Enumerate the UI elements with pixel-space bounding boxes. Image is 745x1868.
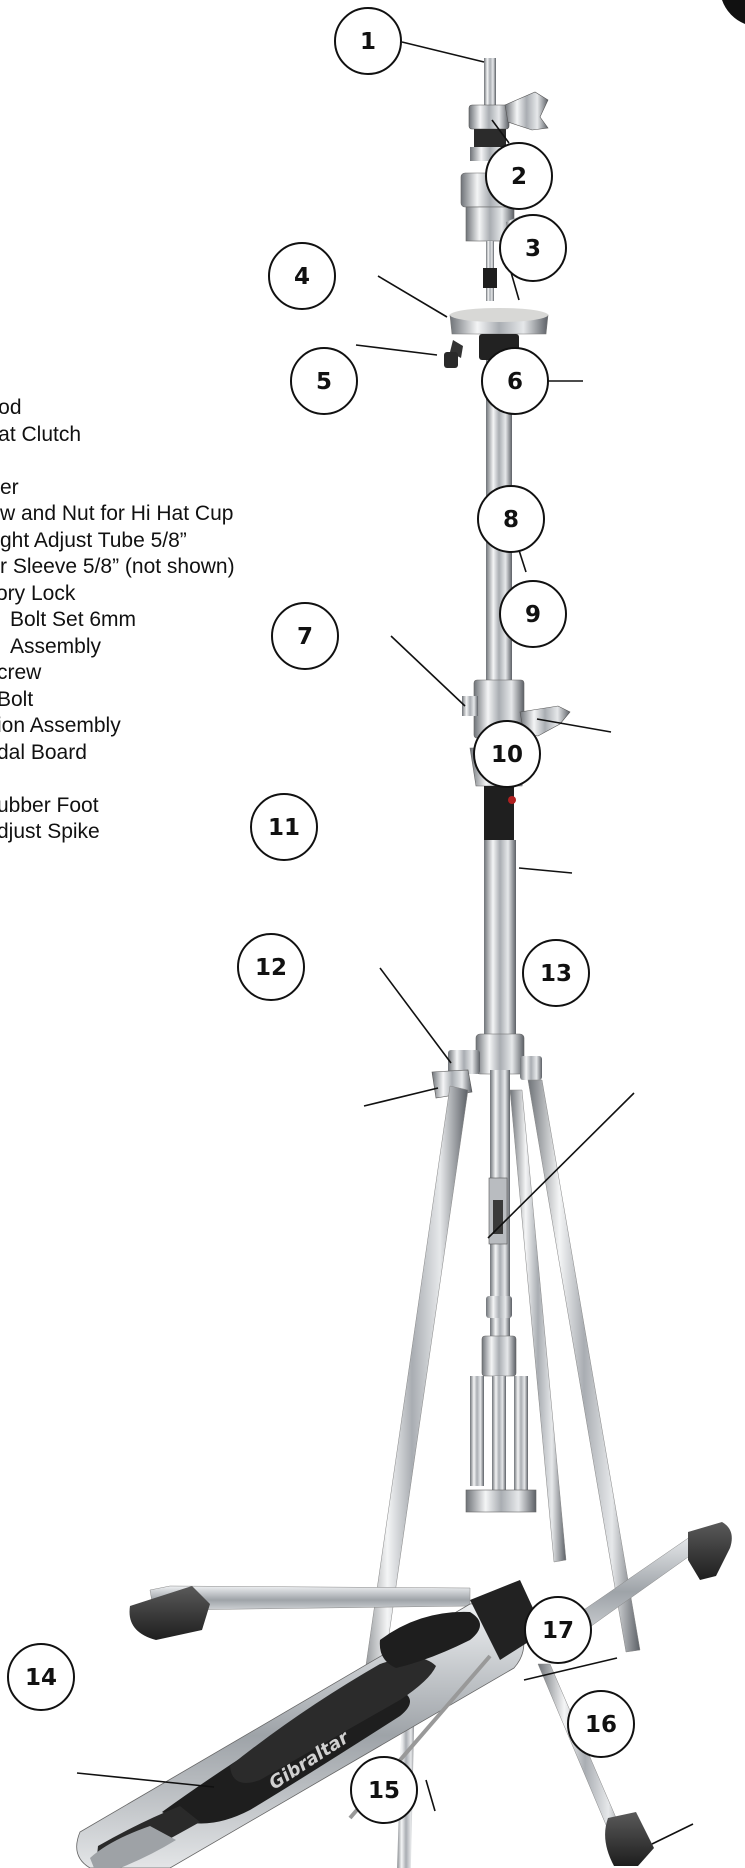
callout-15: 15 (350, 1756, 418, 1824)
part-label: er (0, 475, 19, 499)
callout-3: 3 (499, 214, 567, 282)
part-label: Bolt Set 6mm (10, 608, 137, 631)
parts-list-item: ubber Foot (0, 793, 290, 820)
callout-number: 10 (491, 742, 523, 768)
base-frame (129, 1522, 732, 1866)
callout-11: 11 (250, 793, 318, 861)
parts-list-item: Bolt Set 6mm (0, 607, 290, 634)
parts-list-item: r Sleeve 5/8” (not shown) (0, 554, 290, 581)
callout-number: 7 (297, 624, 313, 650)
parts-list-item: ion Assembly (0, 713, 290, 740)
parts-list-item: er (0, 475, 290, 502)
callout-12: 12 (237, 933, 305, 1001)
callout-2: 2 (485, 142, 553, 210)
callout-14: 14 (7, 1643, 75, 1711)
main-tube (484, 840, 516, 1052)
callout-17: 17 (524, 1596, 592, 1664)
callout-number: 16 (585, 1712, 617, 1738)
callout-13: 13 (522, 939, 590, 1007)
front-rubber-foot (605, 1812, 654, 1866)
parts-list-item: Assembly (0, 634, 290, 661)
callout-10: 10 (473, 720, 541, 788)
callout-circles: 1 2 3 4 5 6 7 8 9 10 11 12 13 14 15 16 1… (7, 7, 635, 1824)
parts-list-item: Hat Clutch (0, 422, 290, 449)
parts-list-item: Rod (0, 395, 290, 422)
callout-number: 3 (525, 236, 541, 262)
callout-number: 8 (503, 507, 519, 533)
pedal-linkage (470, 1580, 544, 1660)
tripod-hub (431, 1033, 542, 1099)
parts-list-item: ght Adjust Tube 5/8” (0, 528, 290, 555)
part-label: r Sleeve 5/8” (not shown) (0, 555, 235, 578)
callout-number: 17 (542, 1618, 574, 1644)
part-label: Rod (0, 396, 22, 419)
callout-5: 5 (290, 347, 358, 415)
callout-number: 5 (316, 369, 332, 395)
part-label: w and Nut for Hi Hat Cup (0, 502, 234, 525)
callout-number: 11 (268, 815, 300, 841)
corner-fragment (722, 0, 745, 24)
part-label: djust Spike (0, 820, 100, 843)
callout-number: 15 (368, 1778, 400, 1804)
parts-list-item: djust Spike (0, 819, 290, 846)
parts-list-item: w and Nut for Hi Hat Cup (0, 501, 290, 528)
part-label: ion Assembly (0, 714, 121, 737)
callout-number: 13 (540, 961, 572, 987)
part-label: crew (0, 661, 42, 684)
parts-list-item: ory Lock (0, 581, 290, 608)
callout-number: 2 (511, 164, 527, 190)
callout-number: 12 (255, 955, 287, 981)
part-label: Hat Clutch (0, 422, 82, 446)
parts-list-item: Bolt (0, 687, 290, 714)
parts-list: Rod Hat Clutch er w and Nut for Hi Hat C… (0, 395, 290, 846)
part-label: ubber Foot (0, 793, 99, 817)
part-label: ory Lock (0, 581, 76, 605)
pedal-board: Gibraltar (76, 1603, 525, 1868)
callout-number: 4 (294, 264, 310, 290)
part-label: dal Board (0, 740, 87, 764)
callout-number: 1 (360, 29, 376, 55)
part-label: Assembly (10, 634, 102, 658)
callout-16: 16 (567, 1690, 635, 1758)
spring-assembly (465, 1070, 537, 1513)
tripod-legs (355, 1079, 641, 1868)
callout-9: 9 (499, 580, 567, 648)
heel-plate (90, 1826, 176, 1868)
parts-list-item: dal Board (0, 740, 290, 767)
callout-4: 4 (268, 242, 336, 310)
callout-1: 1 (334, 7, 402, 75)
left-rubber-foot (129, 1586, 210, 1640)
hi-hat-cup (444, 308, 549, 368)
part-label: ght Adjust Tube 5/8” (0, 528, 187, 552)
callout-number: 14 (25, 1665, 57, 1691)
right-rubber-foot (688, 1522, 732, 1580)
callout-6: 6 (481, 347, 549, 415)
callout-number: 6 (507, 369, 523, 395)
callout-8: 8 (477, 485, 545, 553)
callout-number: 9 (525, 602, 541, 628)
parts-list-item: crew (0, 660, 290, 687)
part-label: Bolt (0, 687, 34, 711)
callout-7: 7 (271, 602, 339, 670)
